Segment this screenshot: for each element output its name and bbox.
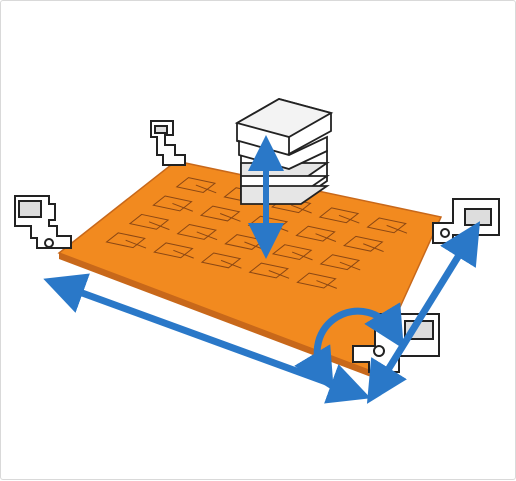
clamp-icon-right (433, 199, 499, 243)
clamp-icon-back-left (151, 121, 185, 165)
clamp-icon-left (15, 196, 71, 248)
camera-stack-icon (237, 99, 331, 204)
